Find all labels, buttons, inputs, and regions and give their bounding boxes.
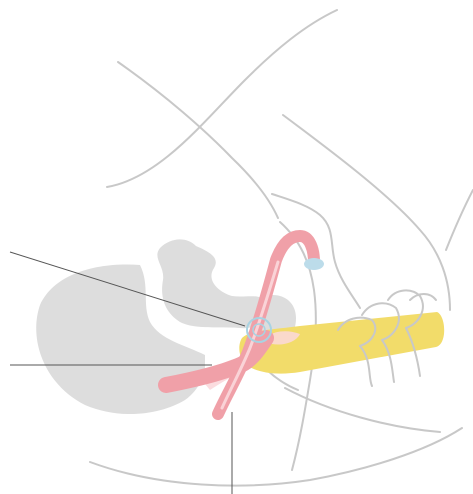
outline-contour-diagonal (118, 62, 278, 218)
tube-tip (304, 258, 324, 270)
lobe-4 (410, 294, 436, 300)
outline-contour-lower-sweep (90, 428, 462, 486)
outline-contour-right-edge (446, 190, 473, 250)
outline-contour-right-arc (283, 115, 450, 310)
grey-mass-upper (157, 239, 266, 328)
outline-contour-upper-arc (107, 10, 337, 187)
